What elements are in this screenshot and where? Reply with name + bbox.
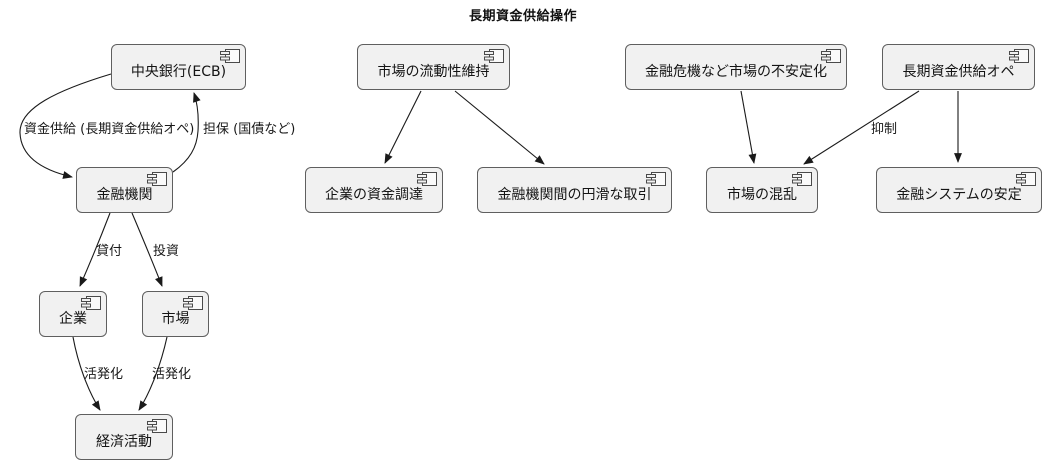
node-ltro: 長期資金供給オペ xyxy=(882,44,1035,90)
node-financial-system-stability: 金融システムの安定 xyxy=(876,167,1042,213)
node-company: 企業 xyxy=(39,291,107,337)
edge-label-suppression: 抑制 xyxy=(871,122,898,137)
edge-market-liquidity-to-interbank-transactions xyxy=(454,90,545,165)
node-label: 経済活動 xyxy=(96,433,152,450)
edge-market-liquidity-to-corporate-funding xyxy=(384,90,422,164)
node-central-bank: 中央銀行(ECB) xyxy=(111,44,246,90)
node-label: 金融システムの安定 xyxy=(896,186,1022,203)
node-interbank-transactions: 金融機関間の円滑な取引 xyxy=(477,167,672,213)
component-icon xyxy=(792,172,812,186)
node-label: 金融危機など市場の不安定化 xyxy=(645,63,827,80)
node-label: 金融機関 xyxy=(96,186,153,203)
diagram-title: 長期資金供給操作 xyxy=(468,9,577,24)
node-label: 企業の資金調達 xyxy=(325,186,423,203)
component-icon xyxy=(1009,49,1029,63)
component-icon xyxy=(147,419,167,433)
node-market-liquidity: 市場の流動性維持 xyxy=(357,44,510,90)
component-icon xyxy=(484,49,504,63)
component-icon xyxy=(147,172,167,186)
component-icon xyxy=(646,172,666,186)
node-financial-institution: 金融機関 xyxy=(76,167,173,213)
component-icon xyxy=(417,172,437,186)
node-label: 企業 xyxy=(59,310,87,327)
edge-label-activation-1: 活発化 xyxy=(84,367,124,382)
component-icon xyxy=(183,296,203,310)
node-label: 市場 xyxy=(161,310,190,327)
edge-label-collateral: 担保 (国債など) xyxy=(203,122,296,137)
component-icon xyxy=(1016,172,1036,186)
node-economic-activity: 経済活動 xyxy=(75,414,173,460)
edge-label-activation-2: 活発化 xyxy=(152,367,192,382)
edge-label-investment: 投資 xyxy=(153,244,180,259)
node-label: 市場の流動性維持 xyxy=(377,63,490,80)
edge-label-loan: 貸付 xyxy=(96,244,123,259)
node-market-turmoil: 市場の混乱 xyxy=(706,167,818,213)
node-corporate-funding: 企業の資金調達 xyxy=(305,167,443,213)
node-label: 市場の混乱 xyxy=(727,186,797,203)
edge-ltro-to-market-turmoil xyxy=(803,90,920,165)
component-icon xyxy=(81,296,101,310)
node-label: 長期資金供給オペ xyxy=(902,63,1015,80)
node-market: 市場 xyxy=(142,291,209,337)
node-label: 中央銀行(ECB) xyxy=(130,63,227,80)
node-market-instability: 金融危機など市場の不安定化 xyxy=(625,44,847,90)
edge-market-instability-to-market-turmoil xyxy=(740,90,757,164)
edge-label-fund-supply: 資金供給 (長期資金供給オペ) xyxy=(24,122,195,137)
component-icon xyxy=(220,49,240,63)
node-label: 金融機関間の円滑な取引 xyxy=(497,186,652,203)
component-icon xyxy=(821,49,841,63)
